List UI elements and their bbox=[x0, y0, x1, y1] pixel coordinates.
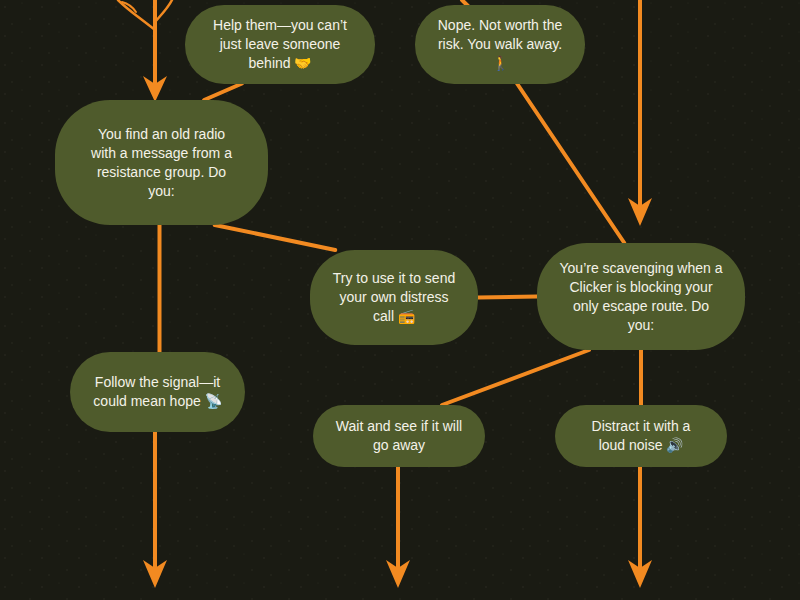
arrow-head bbox=[386, 560, 410, 588]
flow-connector bbox=[639, 350, 643, 405]
choice-box: Nope. Not worth the risk. You walk away.… bbox=[415, 5, 585, 84]
leaf-branch bbox=[155, 0, 172, 22]
node-text: Help them—you can’t just leave someone b… bbox=[203, 16, 357, 73]
leaf-branch bbox=[122, 2, 136, 12]
choice-box: Help them—you can’t just leave someone b… bbox=[185, 5, 375, 84]
flow-connector bbox=[517, 84, 624, 244]
node-text: You find an old radio with a message fro… bbox=[85, 125, 238, 201]
flow-connector bbox=[204, 84, 242, 101]
leaf-branch bbox=[118, 0, 155, 30]
flow-connector bbox=[215, 225, 335, 250]
question-box: You’re scavenging when a Clicker is bloc… bbox=[537, 243, 745, 350]
arrow-head bbox=[143, 560, 167, 588]
trunk-line bbox=[638, 0, 642, 205]
arrow-head bbox=[143, 76, 167, 102]
trunk-line bbox=[153, 0, 157, 85]
question-box: You find an old radio with a message fro… bbox=[55, 100, 268, 225]
node-text: Distract it with a loud noise 🔊 bbox=[577, 417, 705, 455]
node-text: Wait and see if it will go away bbox=[335, 417, 463, 455]
flow-connector bbox=[478, 297, 537, 298]
flow-connector bbox=[158, 225, 162, 352]
arrow-head bbox=[628, 560, 652, 588]
flow-connector bbox=[442, 350, 589, 405]
choice-box: Wait and see if it will go away bbox=[313, 405, 485, 467]
node-text: You’re scavenging when a Clicker is bloc… bbox=[559, 259, 723, 335]
node-text: Try to use it to send your own distress … bbox=[330, 269, 458, 326]
arrow-head bbox=[628, 198, 652, 226]
choice-box: Follow the signal—it could mean hope 📡 bbox=[70, 352, 245, 432]
node-text: Follow the signal—it could mean hope 📡 bbox=[88, 373, 227, 411]
choice-box: Try to use it to send your own distress … bbox=[310, 250, 478, 345]
choice-box: Distract it with a loud noise 🔊 bbox=[555, 405, 727, 467]
node-text: Nope. Not worth the risk. You walk away.… bbox=[437, 16, 563, 73]
